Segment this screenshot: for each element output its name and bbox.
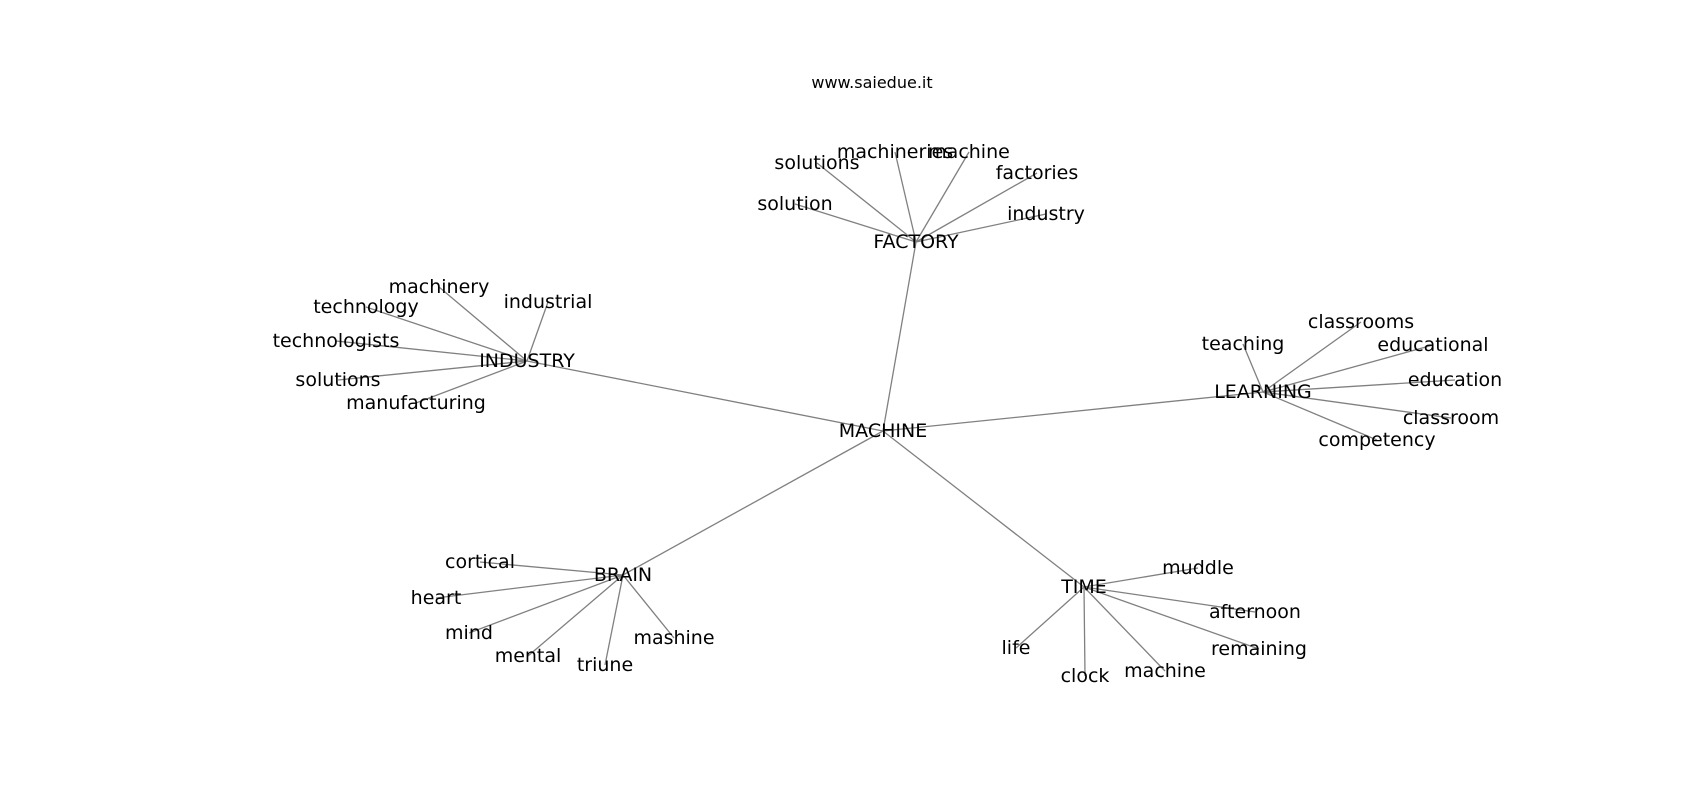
leaf-node-label-solutions: solutions [295,369,380,391]
leaf-node-label-machineries: machineries [837,141,953,163]
edge-time-to-afternoon [1083,586,1256,613]
leaf-node-label-mashine: mashine [633,627,714,649]
leaf-node-label-technology: technology [313,296,419,318]
edge-industry-to-technologists [335,340,528,362]
edge-learning-to-classrooms [1262,321,1362,393]
leaf-node-label-life: life [1002,637,1031,659]
leaf-node-label-triune: triune [577,654,633,676]
edge-time-to-remaining [1083,586,1260,650]
edge-brain-to-mashine [622,574,675,639]
edge-time-to-life [1015,586,1085,649]
edge-center-to-industry [526,360,884,432]
leaf-node-label-machine: machine [928,141,1010,163]
edge-center-to-brain [622,430,884,576]
leaf-node-label-solution: solution [757,193,832,215]
edge-brain-to-cortical [479,561,624,576]
edge-industry-to-machinery [438,286,528,362]
edge-industry-to-industrial [526,301,549,362]
edge-industry-to-manufacturing [415,360,528,404]
leaf-node-label-mental: mental [495,645,562,667]
edge-learning-to-educational [1262,344,1434,393]
leaf-node-label-cortical: cortical [445,551,515,573]
edge-factory-to-machineries [894,151,917,243]
edge-brain-to-heart [435,574,624,599]
edge-factory-to-solution [794,203,917,243]
leaf-node-label-clock: clock [1061,665,1110,687]
hub-node-label-brain: BRAIN [594,564,652,586]
leaf-node-label-education: education [1408,369,1502,391]
edge-learning-to-education [1262,379,1456,393]
leaf-node-label-technologists: technologists [273,330,400,352]
edge-brain-to-triune [604,574,624,666]
edge-learning-to-teaching [1242,343,1264,393]
edge-time-to-machine [1083,586,1166,672]
edge-industry-to-technology [365,306,528,362]
leaf-node-label-classroom: classroom [1403,407,1499,429]
edges [335,151,1456,677]
leaf-node-label-teaching: teaching [1202,333,1285,355]
hub-node-label-learning: LEARNING [1214,381,1312,403]
leaf-node-label-competency: competency [1318,429,1435,451]
leaf-node-label-remaining: remaining [1211,638,1307,660]
edge-factory-to-factories [915,172,1038,243]
edge-brain-to-mental [527,574,624,657]
leaf-node-label-machinery: machinery [389,276,490,298]
edge-learning-to-competency [1262,391,1378,441]
edge-learning-to-classroom [1262,391,1452,419]
hub-node-label-time: TIME [1060,576,1107,598]
leaf-node-label-muddle: muddle [1162,557,1234,579]
edge-center-to-learning [882,391,1264,432]
edge-brain-to-mind [468,574,624,634]
edge-time-to-clock [1083,586,1086,677]
leaf-node-label-classrooms: classrooms [1308,311,1414,333]
edge-factory-to-solutions [816,162,917,243]
site-title: www.saiedue.it [811,73,932,92]
edge-center-to-time [882,430,1085,588]
leaf-node-label-manufacturing: manufacturing [346,392,486,414]
leaf-node-label-afternoon: afternoon [1209,601,1301,623]
leaf-node-label-mind: mind [445,622,493,644]
hub-node-label-industry: INDUSTRY [479,350,575,372]
edge-center-to-factory [882,241,917,432]
edge-time-to-muddle [1083,567,1199,588]
leaf-node-label-industry: industry [1007,203,1085,225]
leaf-node-label-heart: heart [411,587,462,609]
leaf-node-label-machine: machine [1124,660,1206,682]
edge-factory-to-industry [915,213,1047,243]
leaf-node-label-educational: educational [1377,334,1488,356]
edge-industry-to-solutions [337,360,528,381]
leaf-node-label-solutions: solutions [774,152,859,174]
hub-node-label-factory: FACTORY [873,231,959,253]
leaf-node-label-industrial: industrial [504,291,593,313]
edge-factory-to-machine [915,151,970,243]
leaf-node-label-factories: factories [996,162,1079,184]
node-labels: MACHINEFACTORYsolutionsmachineriesmachin… [273,141,1503,687]
center-node-label: MACHINE [839,420,927,442]
